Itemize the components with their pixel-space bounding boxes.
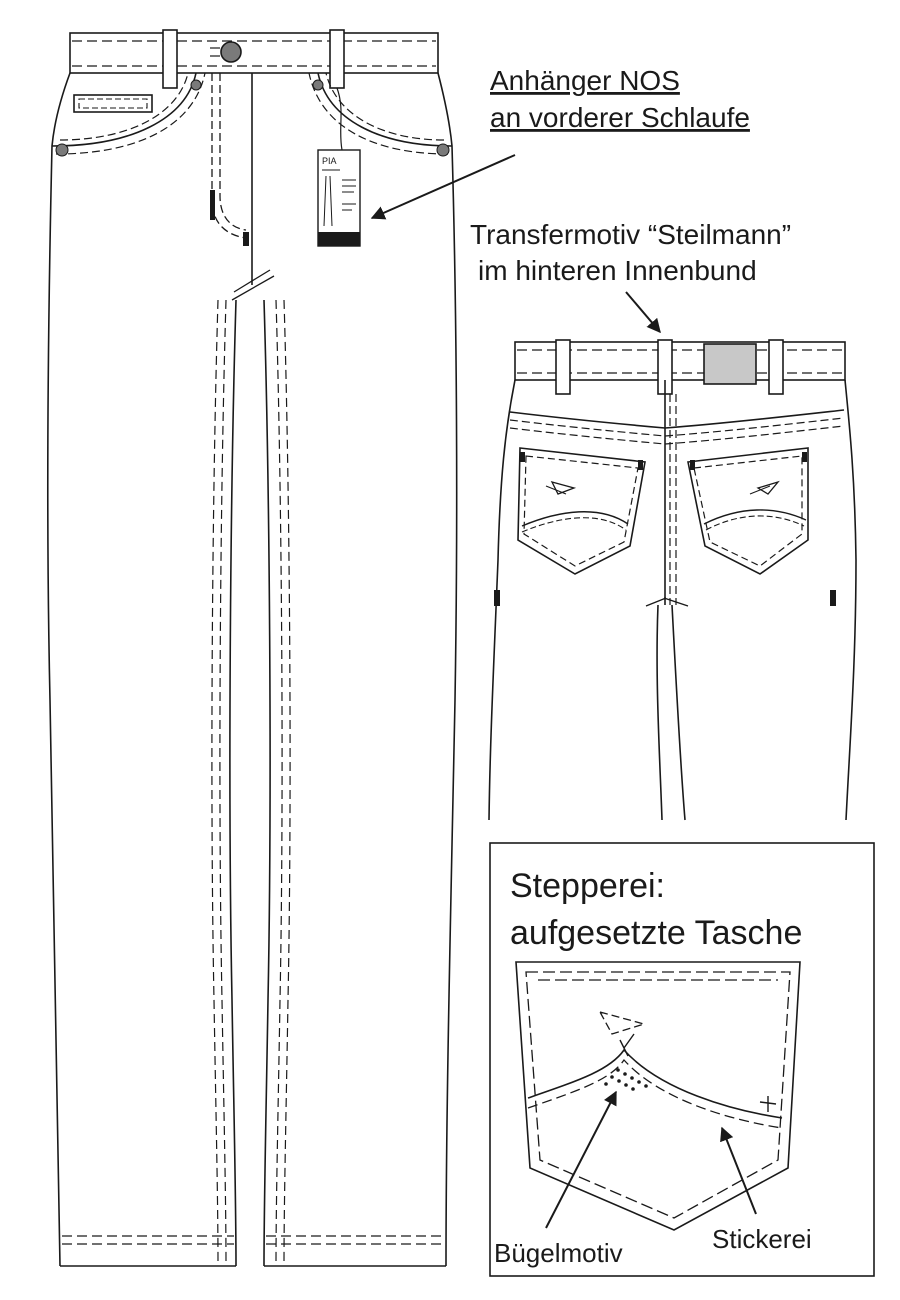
back-pocket-right	[687, 447, 809, 575]
callout-arrows	[370, 154, 757, 1229]
pocket-detail-box	[489, 842, 875, 1277]
label-transfer-line1: Transfermotiv “Steilmann”	[470, 219, 791, 250]
back-right-outseam	[844, 379, 857, 821]
label-tag-line1: Anhänger NOS	[490, 65, 680, 96]
front-left-outseam	[47, 72, 71, 1267]
hang-tag-brand: PIA	[322, 156, 337, 166]
steilmann-label-patch	[703, 343, 757, 385]
front-right-inseam	[263, 299, 271, 1267]
front-pocket-right	[317, 72, 453, 147]
label-buegelmotiv: Bügelmotiv	[494, 1238, 623, 1268]
back-pocket-left	[517, 447, 646, 575]
label-transfer-line2: im hinteren Innenbund	[478, 255, 757, 286]
front-belt-loop-left	[162, 29, 178, 89]
front-pocket-left	[51, 72, 197, 147]
detail-title-line2: aufgesetzte Tasche	[510, 914, 802, 952]
arrow-transfer	[625, 291, 661, 334]
front-right-outseam	[437, 72, 458, 1267]
front-view	[47, 29, 458, 1267]
hang-tag: PIA	[317, 87, 361, 247]
front-left-inseam	[229, 299, 237, 1267]
back-view	[488, 339, 857, 821]
bugelmotiv-dots	[604, 1068, 648, 1091]
pocket-detail-drawing	[515, 961, 801, 1231]
back-left-outseam	[488, 379, 516, 821]
arrow-hangtag	[370, 154, 516, 220]
arrow-buegelmotiv	[545, 1090, 617, 1229]
waist-button	[220, 41, 242, 63]
arrow-stickerei	[720, 1126, 757, 1215]
coin-pocket	[73, 94, 153, 113]
label-stickerei: Stickerei	[712, 1224, 812, 1254]
label-tag-line2: an vorderer Schlaufe	[490, 102, 750, 133]
front-waistband	[69, 32, 439, 74]
detail-title-line1: Stepperei:	[510, 867, 665, 905]
front-belt-loop-right	[329, 29, 345, 89]
fly-stitching	[211, 73, 247, 239]
back-waistband	[514, 341, 846, 381]
